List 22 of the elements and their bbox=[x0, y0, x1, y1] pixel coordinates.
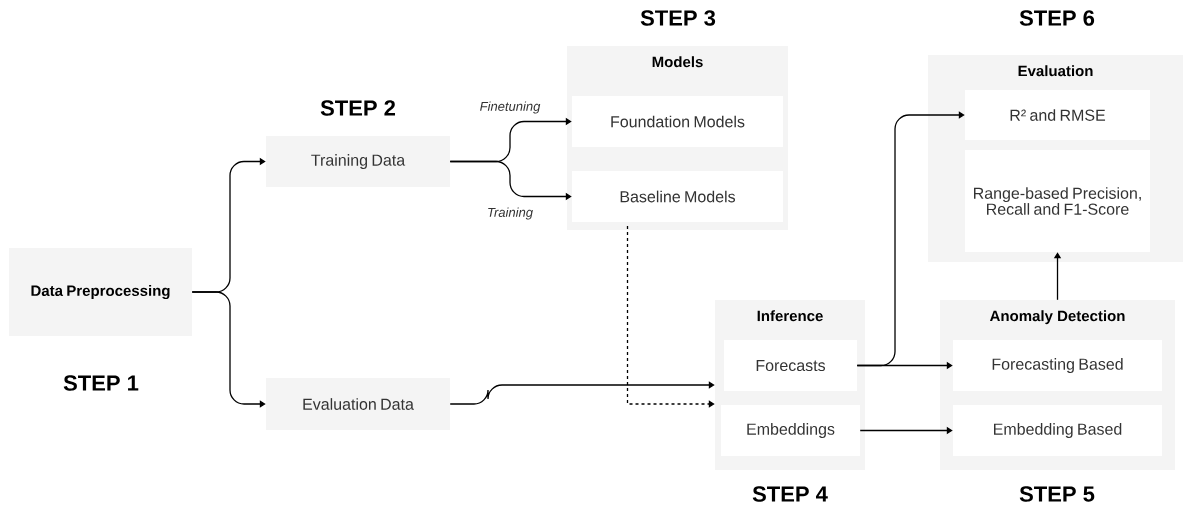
step-label: STEP 1 bbox=[63, 375, 139, 391]
process-box: Training Data bbox=[266, 136, 450, 187]
edge-label: Finetuning bbox=[478, 100, 542, 115]
process-box: Embeddings bbox=[721, 405, 860, 456]
process-box: Baseline Models bbox=[572, 171, 783, 222]
step-label: STEP 2 bbox=[320, 100, 395, 116]
process-box: R² and RMSE bbox=[965, 90, 1150, 140]
process-box: Embedding Based bbox=[953, 405, 1162, 456]
arrow bbox=[449, 381, 715, 405]
process-box: Evaluation Data bbox=[266, 378, 450, 430]
process-box: Forecasts bbox=[724, 340, 857, 391]
process-box: Data Preprocessing bbox=[9, 248, 192, 336]
step-label: STEP 5 bbox=[1019, 486, 1095, 502]
edge-label: Training bbox=[486, 206, 534, 221]
step-label: STEP 6 bbox=[1019, 10, 1095, 26]
arrow bbox=[626, 225, 715, 408]
step-label: STEP 4 bbox=[752, 486, 828, 502]
process-box: Foundation Models bbox=[572, 96, 783, 147]
process-box: Range-based Precision, Recall and F1-Score bbox=[965, 150, 1150, 252]
process-box: Forecasting Based bbox=[953, 340, 1162, 391]
arrow bbox=[191, 291, 266, 408]
step-label: STEP 3 bbox=[640, 10, 716, 26]
